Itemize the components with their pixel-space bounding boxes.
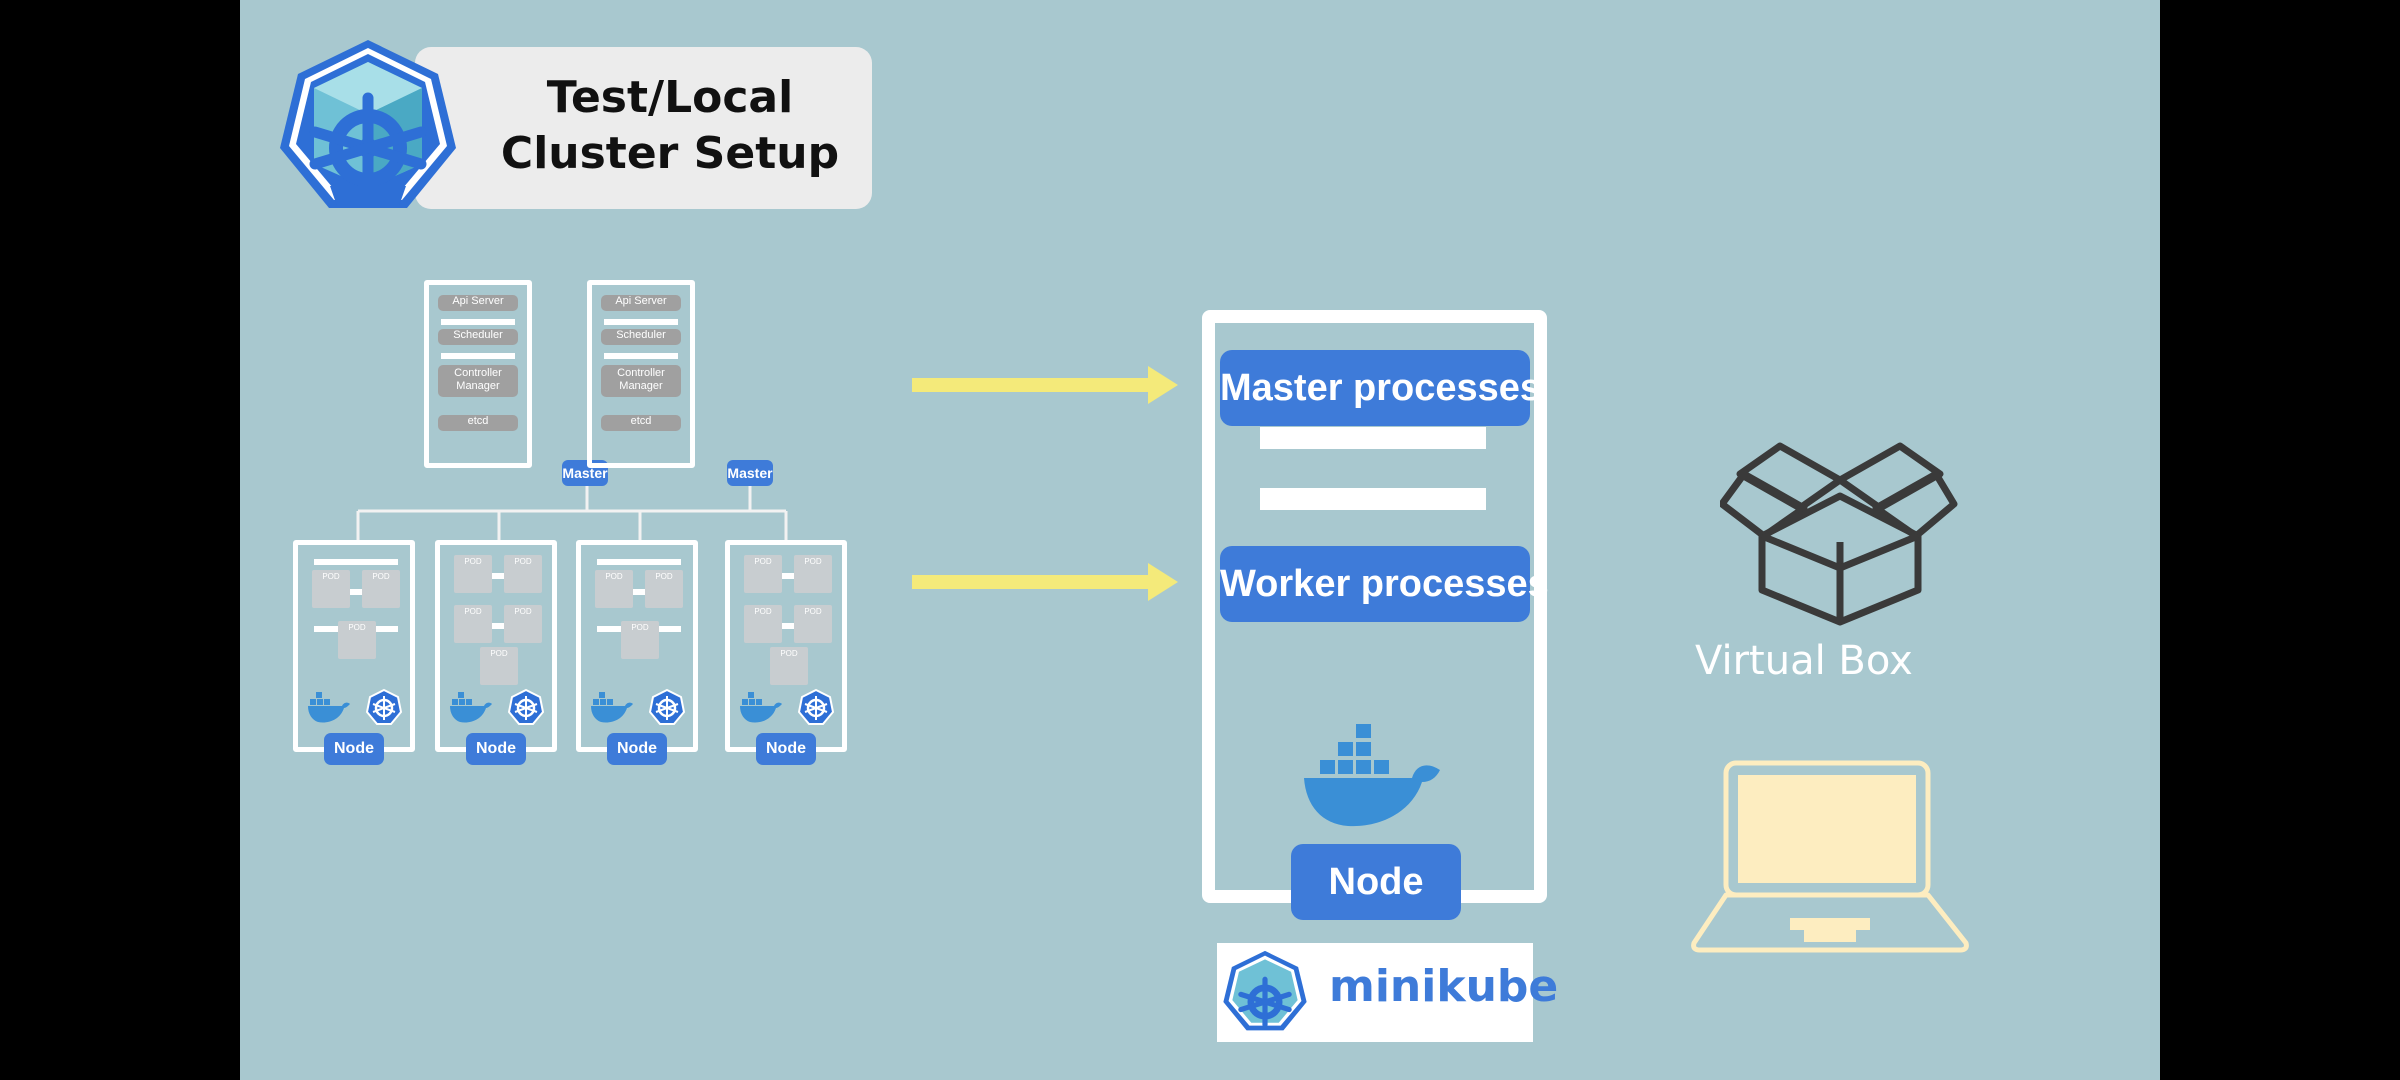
title-line-1: Test/Local [546,72,794,123]
arrow-right-icon [1148,366,1178,404]
pod: POD [744,605,782,643]
api-server-box: Api Server [601,295,681,311]
title-line-2: Cluster Setup [500,128,840,179]
pod: POD [480,647,518,685]
minikube-logo: minikube [1217,943,1558,1042]
master-label: Master [562,460,608,486]
api-server-box: Api Server [438,295,518,311]
worker-node-4: POD POD POD POD POD [725,540,847,752]
virtualbox-box-icon [1720,442,1958,626]
divider [1260,488,1486,510]
worker-processes-label: Worker processes [1220,546,1549,622]
scheduler-box: Scheduler [601,329,681,345]
master-server-1: Api Server Scheduler Controller Manager … [424,280,532,468]
pod: POD [595,570,633,608]
docker-whale-icon [1304,724,1440,827]
master-server-2: Api Server Scheduler Controller Manager … [587,280,695,468]
node-label: Node [324,733,384,765]
node-label: Node [607,733,667,765]
title: Test/Local Cluster Setup [470,70,870,182]
pod: POD [744,555,782,593]
arrow-right-icon [912,378,1152,392]
node-label: Node [1291,844,1461,920]
pod: POD [504,555,542,593]
divider [604,319,678,325]
arrow-right-icon [912,575,1152,589]
pod: POD [362,570,400,608]
kubernetes-logo-icon [280,40,456,208]
pod: POD [794,555,832,593]
cluster-connector-lines [356,486,788,540]
divider [1260,427,1486,449]
pod: POD [454,555,492,593]
virtualbox-label: Virtual Box [1695,638,1913,684]
pod: POD [504,605,542,643]
laptop-icon [1691,760,1969,953]
arrow-right-icon [1148,563,1178,601]
kubernetes-logo-icon [1223,950,1307,1031]
pod: POD [621,621,659,659]
pod: POD [338,621,376,659]
slide: Test/Local Cluster Setup Api Server Sche… [240,0,2160,1080]
etcd-box: etcd [438,415,518,431]
controller-manager-box: Controller Manager [601,365,681,397]
divider [441,319,515,325]
minikube-label: minikube [1329,961,1559,1012]
scheduler-box: Scheduler [438,329,518,345]
title-box [415,47,872,209]
pod: POD [770,647,808,685]
pod: POD [645,570,683,608]
pod: POD [794,605,832,643]
controller-manager-box: Controller Manager [438,365,518,397]
master-label: Master [727,460,773,486]
master-processes-label: Master processes [1220,350,1541,426]
etcd-box: etcd [601,415,681,431]
pod: POD [312,570,350,608]
worker-node-3: POD POD POD [576,540,698,752]
node-label: Node [466,733,526,765]
worker-node-1: POD POD POD [293,540,415,752]
pod: POD [454,605,492,643]
divider [604,353,678,359]
node-icons [308,688,835,726]
node-label: Node [756,733,816,765]
divider [441,353,515,359]
